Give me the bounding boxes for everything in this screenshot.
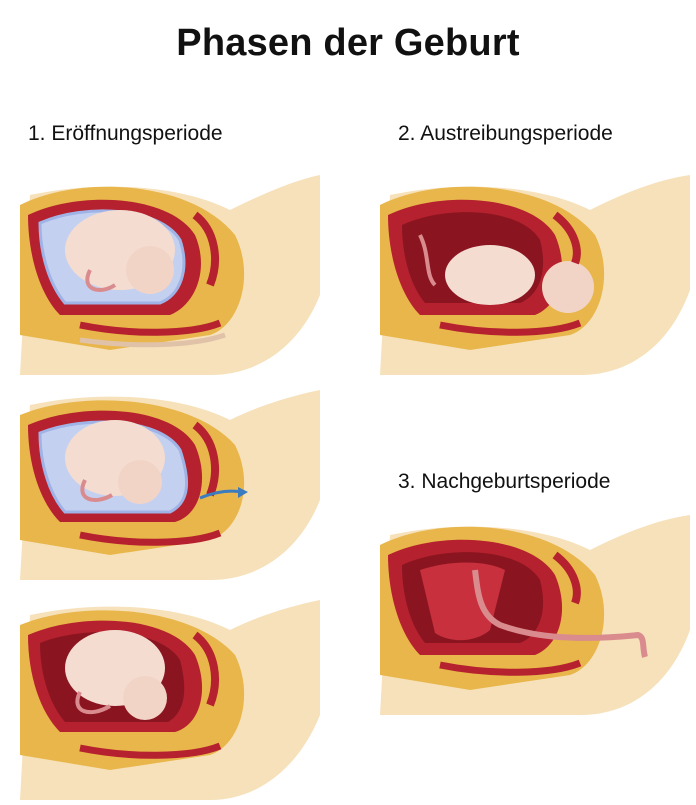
phase-3-illustration <box>380 515 690 715</box>
umbilical-cord <box>85 269 117 292</box>
phase-2-illustration <box>380 175 690 375</box>
baby-head <box>126 246 174 294</box>
placenta <box>420 562 505 641</box>
phase-1-label: 1. Eröffnungsperiode <box>28 122 223 145</box>
page-title: Phasen der Geburt <box>176 22 520 64</box>
phase-3-label: 3. Nachgeburtsperiode <box>398 470 611 493</box>
phase-1-illustration-c <box>20 600 320 800</box>
phase-1-illustration-b <box>20 390 320 580</box>
phase-1-illustration-a <box>20 175 320 375</box>
phase-2-label: 2. Austreibungsperiode <box>398 122 613 145</box>
umbilical-cord <box>472 569 648 658</box>
